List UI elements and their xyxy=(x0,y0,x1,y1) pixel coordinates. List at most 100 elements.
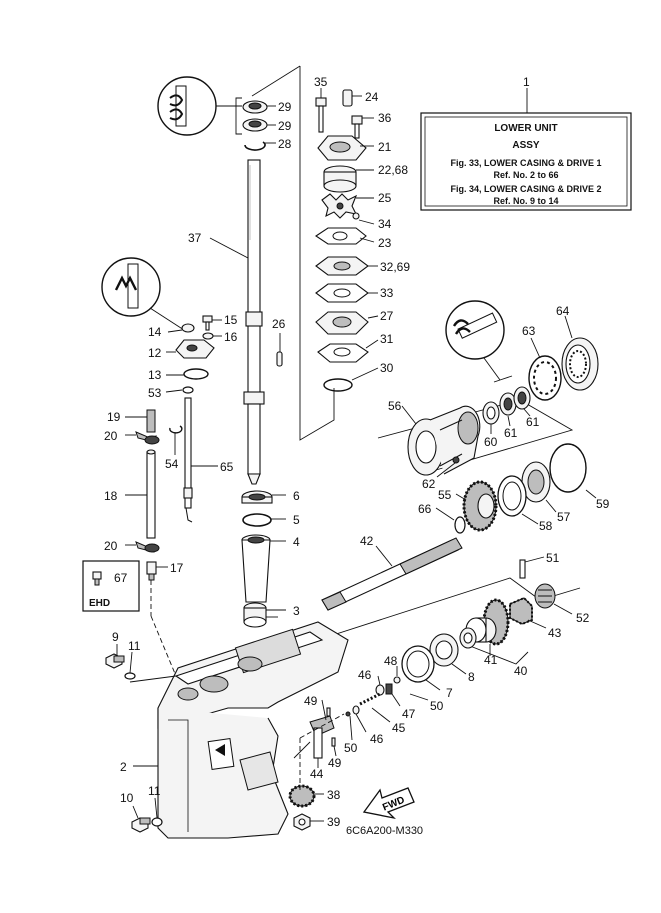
lower-unit-assy-box: 1 LOWER UNIT ASSY Fig. 33, LOWER CASING … xyxy=(420,75,632,211)
plunger-46-upper xyxy=(375,684,385,696)
bolt-15 xyxy=(202,315,213,331)
seal-20-lower xyxy=(135,541,160,553)
washer-11-upper xyxy=(124,672,136,680)
outer-plate-32 xyxy=(315,256,369,276)
callout-54: 54 xyxy=(165,457,179,471)
shift-cam-44 xyxy=(309,715,335,759)
callout-11a: 11 xyxy=(128,639,141,653)
shim-7 xyxy=(401,645,435,683)
callout-48: 48 xyxy=(384,654,398,668)
circlip-28 xyxy=(244,141,266,151)
o-ring-5 xyxy=(242,513,272,527)
callout-61b: 61 xyxy=(526,415,540,429)
callout-43: 43 xyxy=(548,626,562,640)
callout-6: 6 xyxy=(293,489,300,503)
callout-40: 40 xyxy=(514,664,528,678)
info-box-line3: Fig. 34, LOWER CASING & DRIVE 2 xyxy=(450,184,601,194)
pump-housing-21 xyxy=(317,135,367,161)
callout-59: 59 xyxy=(596,497,610,511)
spring-clip-48 xyxy=(393,676,401,684)
callout-46b: 46 xyxy=(370,732,384,746)
info-box-line2: Ref. No. 2 to 66 xyxy=(493,170,558,180)
callout-24: 24 xyxy=(365,90,379,104)
callout-14: 14 xyxy=(148,325,162,339)
callout-63: 63 xyxy=(522,324,536,338)
callout-46a: 46 xyxy=(358,668,372,682)
info-box-ref: 1 xyxy=(523,75,530,89)
callout-9: 9 xyxy=(112,630,119,644)
woodruff-key-34 xyxy=(352,212,360,220)
washer-11-lower xyxy=(151,817,163,827)
callout-36: 36 xyxy=(378,111,392,125)
pin-50-a xyxy=(345,711,351,717)
callout-21: 21 xyxy=(378,140,392,154)
claw-washer-64 xyxy=(561,337,599,391)
o-ring-13 xyxy=(183,368,209,380)
circlip-54 xyxy=(169,425,183,434)
gasket-31 xyxy=(317,343,369,363)
callout-27: 27 xyxy=(380,309,394,323)
lower-casing-2 xyxy=(157,621,349,839)
o-ring-53 xyxy=(182,386,194,394)
dowel-24 xyxy=(342,89,353,107)
callout-66: 66 xyxy=(418,502,432,516)
callout-52: 52 xyxy=(576,611,590,625)
screw-9 xyxy=(105,653,125,669)
callout-41: 41 xyxy=(484,653,498,667)
callout-32: 32,69 xyxy=(380,260,410,274)
callout-49a: 49 xyxy=(304,694,318,708)
plunger-47 xyxy=(385,683,393,695)
plunger-46-lower xyxy=(352,705,360,715)
callout-42: 42 xyxy=(360,534,374,548)
callout-30: 30 xyxy=(380,361,394,375)
shift-rod-bracket-12 xyxy=(175,339,215,359)
needle-bearing-60 xyxy=(482,401,500,425)
seal-20-upper xyxy=(135,431,160,445)
info-box-line1: Fig. 33, LOWER CASING & DRIVE 1 xyxy=(450,158,601,168)
ehd-box: 67 EHD xyxy=(82,560,140,612)
callout-11b: 11 xyxy=(148,784,161,798)
ring-nut-63 xyxy=(528,355,562,401)
callout-33: 33 xyxy=(380,286,394,300)
pin-49-b xyxy=(331,737,336,747)
callout-37: 37 xyxy=(188,231,202,245)
grease-symbol-bearing xyxy=(445,300,513,383)
spring-45 xyxy=(359,692,381,706)
callout-26: 26 xyxy=(272,317,286,331)
screw-10 xyxy=(131,817,151,833)
shim-58 xyxy=(497,475,527,517)
callout-64: 64 xyxy=(556,304,570,318)
callout-3: 3 xyxy=(293,604,300,618)
callout-50b: 50 xyxy=(344,741,358,755)
drawing-code: 6C6A200-M330 xyxy=(346,825,423,837)
ehd-label: EHD xyxy=(89,598,110,609)
callout-29b: 29 xyxy=(278,119,292,133)
group-frame-gears xyxy=(329,577,581,637)
washer-16 xyxy=(202,332,214,340)
callout-65: 65 xyxy=(220,460,234,474)
callout-19: 19 xyxy=(107,410,121,424)
callout-20a: 20 xyxy=(104,429,118,443)
callout-57: 57 xyxy=(557,510,571,524)
drive-shaft-37 xyxy=(209,159,265,485)
callout-35: 35 xyxy=(314,75,328,89)
callout-23: 23 xyxy=(378,236,392,250)
insert-cartridge-22 xyxy=(323,165,357,193)
callout-28: 28 xyxy=(278,137,292,151)
clutch-dog-43 xyxy=(509,596,533,626)
oil-seal-29-upper xyxy=(242,100,268,114)
ehd-ref: 67 xyxy=(114,571,128,585)
fwd-arrow: FWD xyxy=(362,787,415,820)
callout-8: 8 xyxy=(468,670,475,684)
callout-55: 55 xyxy=(438,488,452,502)
water-tube-18 xyxy=(146,449,156,539)
callout-62: 62 xyxy=(422,477,436,491)
plate-27 xyxy=(315,311,369,335)
pinion-38 xyxy=(288,784,316,808)
bearing-housing-56 xyxy=(407,405,481,476)
callout-49b: 49 xyxy=(328,756,342,770)
callout-5: 5 xyxy=(293,513,300,527)
callout-10: 10 xyxy=(120,791,134,805)
bolt-62 xyxy=(452,456,460,464)
callout-13: 13 xyxy=(148,368,162,382)
